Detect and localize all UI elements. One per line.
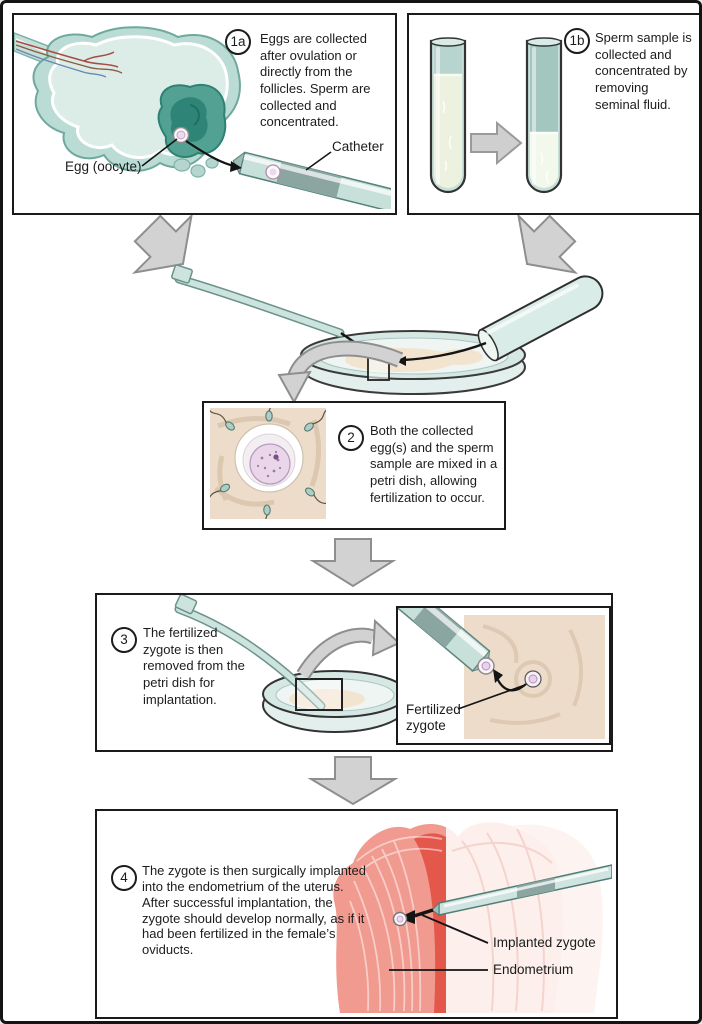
- arrow-2-to-3-icon: [309, 538, 397, 588]
- panel-step-4: 4 The zygote is then surgically implante…: [95, 809, 618, 1019]
- panel-step-2: 2 Both the collected egg(s) and the sper…: [202, 401, 506, 530]
- panel-step-3: 3 The fertilized zygote is then removed …: [95, 593, 613, 752]
- implanted-zygote-label-line: [421, 914, 489, 944]
- panel-step-1b: 1b Sperm sample is collected and concent…: [407, 13, 699, 215]
- step-4-text: The zygote is then surgically implanted …: [142, 863, 367, 958]
- arrow-dish-to-panel2-icon: [277, 340, 404, 405]
- zygote-label-line: [457, 684, 526, 710]
- arrow-to-inset-icon: [296, 618, 401, 680]
- egg-label-line: [141, 138, 178, 167]
- implanted-zygote-label: Implanted zygote: [493, 935, 596, 950]
- egg-oocyte: [172, 126, 190, 144]
- catheter-label: Catheter: [332, 139, 384, 154]
- step-number-1a: 1a: [225, 29, 251, 55]
- sperm-cells: [210, 408, 326, 519]
- panel-step-1a: 1a Eggs are collected after ovulation or…: [12, 13, 397, 215]
- tube-raw-sample: [429, 37, 467, 194]
- catheter-label-line: [305, 151, 332, 171]
- zygote-inset: Fertilized zygote: [396, 606, 611, 745]
- arrow-from-1a-icon: [131, 212, 193, 274]
- uterus-illustration: [333, 822, 612, 1013]
- zygote-inset-illustration: [398, 608, 605, 739]
- egg-oocyte-label: Egg (oocyte): [65, 159, 142, 174]
- collection-catheter: [232, 151, 391, 209]
- tube-concentrated-sample: [525, 37, 563, 194]
- arrow-from-1b-icon: [517, 212, 579, 274]
- step-number-2: 2: [338, 425, 364, 451]
- fertilized-zygote-label: Fertilized zygote: [406, 702, 461, 734]
- zoom-window: [295, 678, 343, 711]
- ovary-illustration: [14, 26, 391, 209]
- implanted-zygote: [392, 911, 408, 927]
- egg-cell: [234, 423, 304, 493]
- step-number-4: 4: [111, 865, 137, 891]
- endometrium-label: Endometrium: [493, 962, 574, 977]
- step-number-1b: 1b: [564, 28, 590, 54]
- fertilized-zygote: [524, 670, 542, 688]
- step-1b-text: Sperm sample is collected and concentrat…: [595, 30, 692, 112]
- step-1a-text: Eggs are collected after ovulation or di…: [260, 31, 371, 130]
- flow-artwork: [131, 212, 604, 806]
- step-3-text: The fertilized zygote is then removed fr…: [143, 625, 245, 707]
- arrow-3-to-4-icon: [307, 756, 399, 806]
- removal-catheter: [174, 595, 326, 711]
- sperm-tube-mid: [477, 275, 604, 362]
- implantation-catheter: [431, 864, 612, 916]
- fertilization-illustration: [210, 408, 326, 519]
- step-number-3: 3: [111, 627, 137, 653]
- pour-arrowhead-right: [396, 356, 406, 366]
- transfer-catheter-mid: [171, 264, 345, 338]
- concentrate-arrow-icon: [470, 120, 523, 166]
- zygote-removal-illustration: [174, 595, 408, 733]
- sperm-tubes-illustration: [429, 37, 563, 194]
- step-2-text: Both the collected egg(s) and the sperm …: [370, 423, 498, 505]
